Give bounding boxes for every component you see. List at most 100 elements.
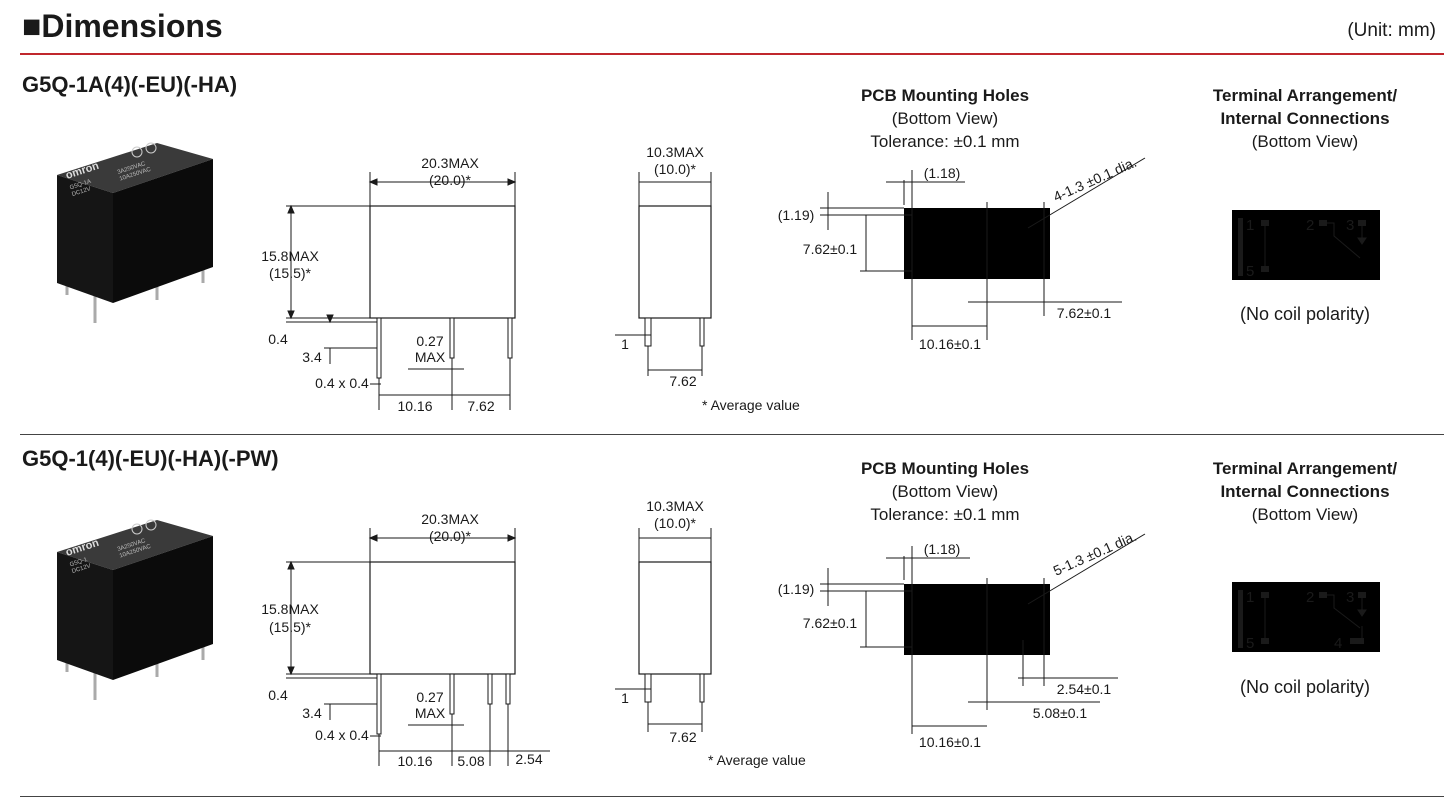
pitch-h-label: 2.54±0.1: [1057, 681, 1112, 697]
coil-polarity-note: (No coil polarity): [1239, 304, 1371, 324]
offset-x-label: (1.18): [924, 541, 961, 557]
side-view-drawing: 10.3MAX (10.0)* 1 7.62: [615, 144, 712, 389]
depth-avg-label: (10.0)*: [654, 161, 697, 177]
pcb-view: (Bottom View): [891, 109, 999, 128]
average-note: * Average value: [708, 752, 806, 768]
pin-thickness-unit: MAX: [415, 349, 446, 365]
pin-thickness-label: 0.27: [416, 689, 443, 705]
terminal-diagram: 1 5 2 3 4: [1232, 582, 1380, 652]
relay-front-face: [113, 536, 213, 680]
relay-body-front: [369, 205, 516, 319]
pcb-hole-drawing: (1.18) (1.19) 7.62±0.1 10.16±0.1 5.08±0.…: [778, 528, 1146, 750]
average-note: * Average value: [702, 397, 800, 413]
height-avg-label: (15.5)*: [269, 265, 312, 281]
pitch-label: 10.16: [397, 398, 432, 414]
contact-switch-icon: [1327, 594, 1361, 629]
coil-core-icon: [1238, 590, 1243, 648]
depth-avg-label: (10.0)*: [654, 515, 697, 531]
pcb-view: (Bottom View): [891, 482, 999, 501]
pcb-outline: [904, 208, 1050, 279]
relay-photo: omron G5Q-1A DC12V 3A250VAC 10A250VAC: [57, 142, 213, 323]
pin-label: 1: [1246, 217, 1254, 234]
pin-section-label: 0.4 x 0.4: [315, 375, 369, 391]
relay-top-face: [57, 520, 213, 570]
terminal-title: Terminal Arrangement/: [1212, 459, 1398, 478]
pin-label: 5: [1246, 263, 1254, 280]
model-title: G5Q-1(4)(-EU)(-HA)(-PW): [22, 446, 279, 471]
width-max-label: 20.3MAX: [421, 511, 479, 527]
pitch-h-label: 10.16±0.1: [919, 336, 981, 352]
relay-print-line: G5Q-1: [69, 557, 89, 568]
relay-left-face: [57, 175, 113, 303]
height-max-label: 15.8MAX: [261, 601, 319, 617]
pitch-label: 2.54: [515, 751, 542, 767]
pcb-title: PCB Mounting Holes: [860, 459, 1030, 478]
section-divider: [20, 796, 1444, 797]
pin-width-label: 1: [621, 690, 629, 706]
cert-mark-icon: [131, 146, 143, 158]
relay-photo: omron G5Q-1 DC12V 3A250VAC 10A250VAC: [57, 519, 213, 700]
pin-length-label: 3.4: [302, 705, 322, 721]
pitch-v-label: 7.62±0.1: [803, 615, 858, 631]
pcb-hole-drawing: (1.18) (1.19) 7.62±0.1 10.16±0.1 7.62±0.…: [778, 154, 1146, 352]
cert-mark-icon: [145, 142, 157, 154]
terminal-heading: Terminal Arrangement/ Internal Connectio…: [1175, 457, 1435, 526]
width-avg-label: (20.0)*: [429, 528, 472, 544]
pin-thickness-label: 0.27: [416, 333, 443, 349]
pin-label: 5: [1246, 635, 1254, 652]
hole-spec-label: 4-1.3 ±0.1 dia.: [1051, 154, 1139, 205]
pcb-heading: PCB Mounting Holes (Bottom View) Toleran…: [815, 457, 1075, 526]
front-view-drawing: 20.3MAX (20.0)* 15.8MAX (15.5)* 0.4 3.4 …: [261, 155, 517, 414]
pcb-heading: PCB Mounting Holes (Bottom View) Toleran…: [815, 84, 1075, 153]
relay-body-side: [638, 561, 712, 675]
relay-front-face: [113, 159, 213, 303]
pcb-tolerance: Tolerance: ±0.1 mm: [870, 132, 1020, 151]
depth-max-label: 10.3MAX: [646, 498, 704, 514]
pitch-h-label: 7.62±0.1: [1057, 305, 1112, 321]
depth-max-label: 10.3MAX: [646, 144, 704, 160]
standoff-label: 0.4: [268, 331, 288, 347]
pcb-tolerance: Tolerance: ±0.1 mm: [870, 505, 1020, 524]
unit-label: (Unit: mm): [1347, 20, 1436, 41]
pin-label: 4: [1334, 635, 1342, 652]
pin-label: 2: [1306, 217, 1314, 234]
pitch-v-label: 7.62±0.1: [803, 241, 858, 257]
width-avg-label: (20.0)*: [429, 172, 472, 188]
terminal-title: Terminal Arrangement/: [1212, 86, 1398, 105]
terminal-view: (Bottom View): [1251, 132, 1359, 151]
cert-mark-icon: [145, 519, 157, 531]
coil-polarity-note: (No coil polarity): [1239, 677, 1371, 697]
standoff-label: 0.4: [268, 687, 288, 703]
terminal-diagram: 1 5 2 3: [1232, 210, 1380, 280]
square-bullet-icon: ■: [22, 8, 42, 44]
relay-print-line: DC12V: [71, 563, 91, 575]
offset-y-label: (1.19): [778, 581, 815, 597]
terminal-title: Internal Connections: [1220, 109, 1390, 128]
terminal-view: (Bottom View): [1251, 505, 1359, 524]
cert-mark-icon: [131, 523, 143, 535]
pitch-label: 7.62: [467, 398, 494, 414]
section-divider: [20, 434, 1444, 435]
height-max-label: 15.8MAX: [261, 248, 319, 264]
offset-y-label: (1.19): [778, 207, 815, 223]
coil-core-icon: [1238, 218, 1243, 276]
pitch-h-label: 10.16±0.1: [919, 734, 981, 750]
terminal-heading: Terminal Arrangement/ Internal Connectio…: [1175, 84, 1435, 153]
model-title: G5Q-1A(4)(-EU)(-HA): [22, 72, 238, 97]
pitch-label: 7.62: [669, 373, 696, 389]
side-view-drawing: 10.3MAX (10.0)* 1 7.62: [615, 498, 712, 745]
pcb-title: PCB Mounting Holes: [860, 86, 1030, 105]
pin-label: 1: [1246, 589, 1254, 606]
relay-print-line: DC12V: [71, 186, 91, 198]
pin-width-label: 1: [621, 336, 629, 352]
pin-label: 3: [1346, 217, 1354, 234]
relay-body-side: [638, 205, 712, 319]
relay-body-front: [369, 561, 516, 675]
pcb-outline: [904, 584, 1050, 655]
page-title: ■Dimensions: [22, 8, 223, 44]
hole-spec-label: 5-1.3 ±0.1 dia.: [1051, 528, 1139, 579]
width-max-label: 20.3MAX: [421, 155, 479, 171]
pin-section-label: 0.4 x 0.4: [315, 727, 369, 743]
pin-length-label: 3.4: [302, 349, 322, 365]
pitch-h-label: 5.08±0.1: [1033, 705, 1088, 721]
